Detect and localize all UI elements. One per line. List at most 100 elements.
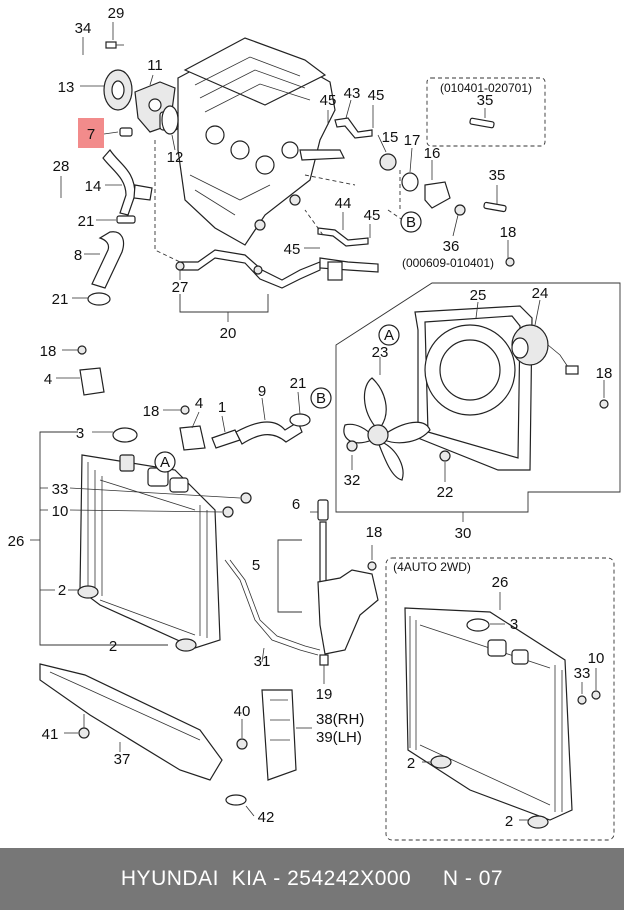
drain-plug-variant bbox=[591, 690, 601, 700]
bolt-18-a bbox=[505, 257, 515, 267]
variant-box bbox=[385, 557, 615, 841]
radiator bbox=[79, 454, 221, 649]
insulator-variant-upper bbox=[430, 755, 452, 769]
callout-3b: 3 bbox=[510, 616, 518, 633]
radiator-variant bbox=[404, 607, 573, 821]
callout-21c: 21 bbox=[290, 375, 307, 392]
hose-43 bbox=[334, 117, 373, 139]
callout-7: 7 bbox=[87, 126, 95, 143]
footer-page: N - 07 bbox=[442, 867, 504, 890]
callout-26b: 26 bbox=[492, 574, 509, 591]
ref-a2: A bbox=[384, 327, 394, 344]
callout-42: 42 bbox=[258, 809, 275, 826]
callout-12: 12 bbox=[167, 149, 184, 166]
gasket bbox=[161, 105, 179, 135]
thermostat-gasket bbox=[401, 172, 419, 192]
ref-b1: B bbox=[406, 214, 416, 231]
part-info-footer: HYUNDAI KIA - 254242X000 N - 07 bbox=[0, 848, 624, 910]
callout-18c: 18 bbox=[40, 343, 57, 360]
callout-27: 27 bbox=[172, 279, 189, 296]
engine-block bbox=[177, 37, 345, 246]
callout-29: 29 bbox=[108, 5, 125, 22]
callout-18b: 18 bbox=[596, 365, 613, 382]
callout-18d: 18 bbox=[143, 403, 160, 420]
hose-clamp-upper bbox=[289, 413, 311, 427]
callout-14: 14 bbox=[85, 178, 102, 195]
callout-2b: 2 bbox=[109, 638, 117, 655]
callout-5: 5 bbox=[252, 557, 260, 574]
clip-19 bbox=[319, 654, 329, 666]
side-air-guard bbox=[261, 689, 297, 781]
hose-14 bbox=[102, 149, 136, 216]
callout-26a: 26 bbox=[8, 533, 25, 550]
callout-33a: 33 bbox=[52, 481, 69, 498]
ref-b2: B bbox=[316, 390, 326, 407]
hose-clamp bbox=[116, 215, 136, 224]
callout-17: 17 bbox=[404, 132, 421, 149]
callout-33b: 33 bbox=[574, 665, 591, 682]
callout-37: 37 bbox=[114, 751, 131, 768]
drain-plug-10 bbox=[222, 506, 234, 518]
callout-34: 34 bbox=[75, 20, 92, 37]
bolt-35-upper bbox=[469, 117, 495, 129]
lower-hose bbox=[91, 231, 125, 289]
callout-9: 9 bbox=[258, 383, 266, 400]
callout-45a: 45 bbox=[320, 92, 337, 109]
hose-44 bbox=[317, 227, 369, 247]
footer-sep-1 bbox=[219, 867, 232, 891]
callout-2d: 2 bbox=[505, 813, 513, 830]
bolt-18-mount-2 bbox=[180, 405, 190, 415]
callout-45c: 45 bbox=[364, 207, 381, 224]
callout-45b: 45 bbox=[368, 87, 385, 104]
callout-4b: 4 bbox=[195, 395, 203, 412]
callout-44: 44 bbox=[335, 195, 352, 212]
bolt-18-reservoir bbox=[367, 561, 377, 571]
callout-28: 28 bbox=[53, 158, 70, 175]
callout-36: 36 bbox=[443, 238, 460, 255]
bolt-29 bbox=[105, 41, 124, 49]
fan-blade bbox=[343, 377, 431, 481]
lower-air-guard bbox=[39, 663, 223, 781]
callout-31: 31 bbox=[254, 653, 271, 670]
callout-35b: 35 bbox=[489, 167, 506, 184]
callout-15: 15 bbox=[382, 129, 399, 146]
ref-circle-b1 bbox=[400, 211, 422, 233]
hose-bracket bbox=[133, 184, 153, 201]
reservoir-tank bbox=[317, 569, 379, 655]
callout-24: 24 bbox=[532, 285, 549, 302]
insulator-variant-lower bbox=[527, 815, 549, 829]
callout-1: 1 bbox=[218, 399, 226, 416]
callout-11: 11 bbox=[147, 57, 163, 74]
hose-clamp-lower bbox=[87, 292, 111, 306]
footer-make: KIA bbox=[231, 867, 267, 890]
nut-32 bbox=[346, 440, 358, 452]
ref-circle-b2 bbox=[310, 387, 332, 409]
ref-a1: A bbox=[160, 454, 170, 471]
parts-diagram: A A B B (010401-020701) (000609-010401) … bbox=[8, 5, 621, 841]
date-range-note-1: (010401-020701) bbox=[440, 81, 532, 95]
overflow-hose bbox=[229, 559, 321, 651]
callout-35a: 35 bbox=[477, 92, 494, 109]
bolt-40 bbox=[236, 738, 248, 750]
callout-39: 39(LH) bbox=[316, 729, 362, 746]
pump-pulley bbox=[103, 69, 133, 111]
fan-group-frame bbox=[335, 282, 621, 513]
callout-43: 43 bbox=[344, 85, 361, 102]
ref-circle-a1 bbox=[154, 451, 176, 473]
insulator-2-upper bbox=[77, 585, 99, 599]
o-ring bbox=[119, 127, 133, 137]
callout-2a: 2 bbox=[58, 582, 66, 599]
reservoir-cap-6 bbox=[317, 499, 329, 521]
footer-sep-2: - bbox=[266, 867, 288, 890]
callout-16: 16 bbox=[424, 145, 441, 162]
callout-3a: 3 bbox=[76, 425, 84, 442]
callout-45d: 45 bbox=[284, 241, 301, 258]
callout-40: 40 bbox=[234, 703, 251, 720]
footer-part-number: 254242X000 bbox=[287, 867, 412, 890]
water-outlet bbox=[424, 181, 451, 209]
callout-41: 41 bbox=[42, 726, 59, 743]
bolt-18-mount bbox=[77, 345, 87, 355]
bolt-18-fan bbox=[599, 399, 609, 409]
footer-sep-3 bbox=[411, 867, 443, 891]
insulator-2-lower bbox=[175, 638, 197, 652]
